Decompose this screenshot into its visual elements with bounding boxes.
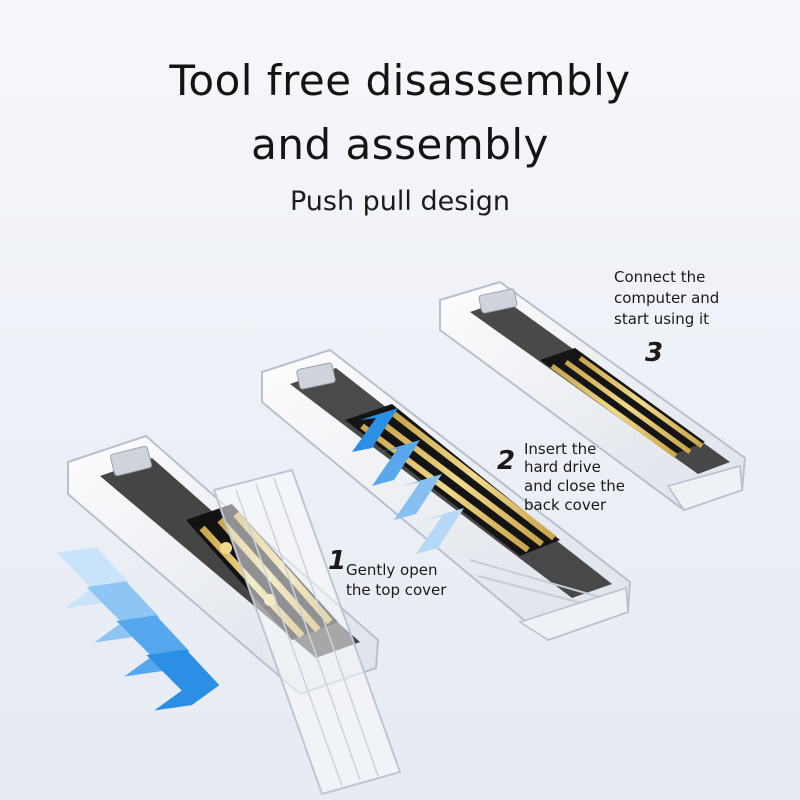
page-title-line2: and assembly <box>251 120 549 169</box>
enclosure-1 <box>67 434 402 796</box>
step-3-line-2: computer and <box>614 289 720 307</box>
insert-arrows <box>352 408 464 554</box>
page-subtitle: Push pull design <box>289 186 511 217</box>
step-3-line-1: Connect the <box>614 268 706 286</box>
step-2-line-4: back cover <box>524 496 607 514</box>
step-3-line-3: start using it <box>614 310 710 328</box>
step-1-number: 1 <box>328 546 347 576</box>
step-1-line-2: the top cover <box>346 581 447 599</box>
step-2-line-2: hard drive <box>524 458 601 476</box>
enclosure-2 <box>261 348 632 642</box>
step-2-line-1: Insert the <box>524 440 597 458</box>
step-2-number: 2 <box>497 446 516 476</box>
step-1-line-1: Gently open <box>346 561 438 579</box>
page-title-line1: Tool free disassembly <box>169 56 631 105</box>
open-arrows <box>56 547 220 711</box>
enclosure-3 <box>439 280 747 512</box>
step-3-number: 3 <box>645 338 664 368</box>
step-2-line-3: and close the <box>524 477 626 495</box>
